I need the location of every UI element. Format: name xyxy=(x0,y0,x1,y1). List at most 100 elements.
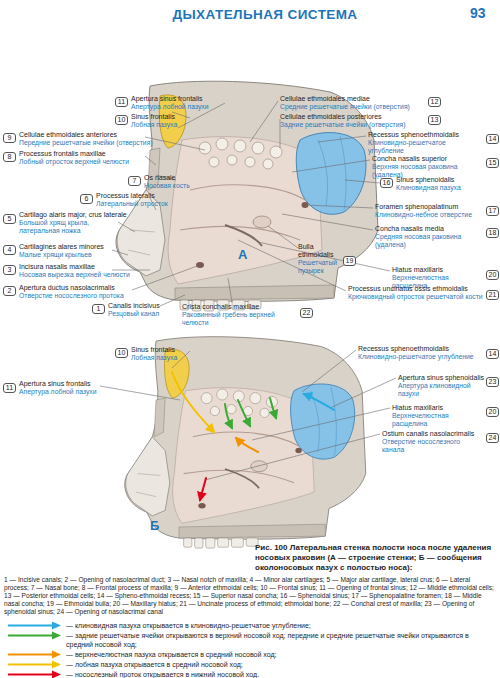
russian-term: Клиновидно-решетчатое углубление xyxy=(358,353,484,361)
callout-number: 10 xyxy=(115,348,128,358)
callout-number-text: 20 xyxy=(489,271,497,278)
callout-number: 3 xyxy=(3,265,16,275)
callout-number: 11 xyxy=(3,383,16,393)
callout-number: 7 xyxy=(128,176,141,186)
latin-term: Crista conchalis maxillae xyxy=(182,303,259,311)
latin-term: Hiatus maxillaris xyxy=(392,404,443,412)
legend-row: — носослезный проток открывается в нижни… xyxy=(4,670,496,678)
leader-line xyxy=(268,226,298,248)
latin-term: Cartilagines alares minores xyxy=(19,243,104,251)
page-title: ДЫХАТЕЛЬНАЯ СИСТЕМА xyxy=(110,7,420,22)
leader-line xyxy=(250,101,278,142)
russian-term: Апертура лобной пазухи xyxy=(131,103,241,111)
latin-term: Processus frontalis maxillae xyxy=(19,150,106,158)
latin-term: Cartilago alaris major, crus laterale xyxy=(19,211,127,219)
legend-text: — клиновидная пазуха открывается в клино… xyxy=(66,621,496,630)
legend-arrow-head xyxy=(52,651,61,659)
leader-line xyxy=(258,242,390,271)
callout-number-text: 14 xyxy=(489,350,497,357)
legend-row: — клиновидная пазуха открывается в клино… xyxy=(4,621,496,630)
callout-number-text: 11 xyxy=(6,384,13,391)
latin-term: Foramen sphenopalatinum xyxy=(375,203,458,211)
latin-term: Concha nasalis media xyxy=(375,225,444,233)
leader-line xyxy=(292,160,370,172)
leader-line xyxy=(132,265,200,290)
legend-arrow-head xyxy=(52,632,61,640)
callout-number: 18 xyxy=(486,228,499,238)
legend-arrow xyxy=(6,670,62,678)
callout-number: 8 xyxy=(3,152,16,162)
callout-number: 4 xyxy=(3,245,16,255)
latin-term: Os nasale xyxy=(144,174,176,182)
sinus-openings-drawing xyxy=(125,337,366,548)
legend-arrow-shaft xyxy=(8,673,54,675)
latin-term: Apertura sinus frontalis xyxy=(19,380,91,388)
legend-arrow xyxy=(6,650,62,659)
callout-number: 14 xyxy=(486,134,499,144)
russian-term: Апертура клиновидной пазухи xyxy=(398,382,484,398)
page-number: 93 xyxy=(470,5,486,21)
callout-number-text: 18 xyxy=(489,229,497,236)
legend-text: — верхнечелюстная пазуха открывается в с… xyxy=(66,650,496,659)
russian-term: Носовая вырезка верхней челюсти xyxy=(19,271,149,279)
callout-number-text: 9 xyxy=(8,134,12,141)
latin-term: Cellulae ethmoidales posteriores xyxy=(280,113,382,121)
callout-number: 20 xyxy=(486,270,499,280)
russian-term: Лобная пазуха xyxy=(131,354,221,362)
russian-term: Большой хрящ крыла, латеральная ножка xyxy=(19,219,109,235)
russian-term: Передние решетчатые ячейки (отверстия) xyxy=(19,139,159,147)
callout-number: 6 xyxy=(80,194,93,204)
callout-number-text: 3 xyxy=(8,266,12,273)
sinus-arrows xyxy=(172,372,334,500)
russian-term: Решетчатый пузырек xyxy=(298,259,343,275)
russian-term: Раковинный гребень верхней челюсти xyxy=(182,311,298,327)
russian-term: Лобная пазуха xyxy=(131,121,231,129)
latin-term: Apertura sinus sphenoidalis xyxy=(398,374,484,382)
legend-arrow-shaft xyxy=(8,653,54,655)
callout-number: 14 xyxy=(486,349,499,359)
leader-line xyxy=(252,408,390,440)
callout-number-text: 10 xyxy=(118,116,126,123)
legend-arrow-shaft xyxy=(8,663,54,665)
latin-term: Cellulae ethmoidales anteriores xyxy=(19,131,117,139)
legend-arrow xyxy=(6,660,62,669)
russian-term: Клиновидно-решетчатое углубление xyxy=(368,139,478,155)
callout-number-text: 20 xyxy=(489,408,497,415)
latin-term: Sinus sphenoidalis xyxy=(396,176,454,184)
callout-number-text: 16 xyxy=(383,179,391,186)
leader-line xyxy=(318,136,366,142)
russian-term: Резцовый канал xyxy=(108,310,188,318)
callout-number-text: 13 xyxy=(431,116,439,123)
russian-term: Лобный отросток верхней челюсти xyxy=(19,158,159,166)
callout-number-text: 23 xyxy=(489,378,497,385)
sphenoid-arrow xyxy=(304,394,334,410)
russian-term: Клиновидная пазуха xyxy=(396,184,486,192)
callout-number: 10 xyxy=(115,115,128,125)
ethmoid-arrow xyxy=(270,398,276,418)
latin-term: Ostium canalis nasolacrimalis xyxy=(382,430,474,438)
maxillary-arrow xyxy=(236,438,258,452)
figure-caption: Рис. 100 Латеральная стенка полости носа… xyxy=(255,543,495,573)
callout-number-text: 12 xyxy=(431,98,439,105)
callout-number-text: 11 xyxy=(118,98,125,105)
callout-number: 24 xyxy=(486,433,499,443)
callout-number: 5 xyxy=(3,214,16,224)
figure-letter: А xyxy=(238,247,247,262)
leader-line xyxy=(330,378,396,408)
callout-number-text: 21 xyxy=(489,291,497,298)
russian-term: Средние решетчатые ячейки (отверстия) xyxy=(280,103,425,111)
latin-term: Processus lateralis xyxy=(96,192,155,200)
latin-term: Recessus sphenoethmoidalis xyxy=(358,345,449,353)
russian-term: Задние решетчатые ячейки (отверстия) xyxy=(280,121,425,129)
latin-term: Hiatus maxillaris xyxy=(392,266,443,274)
russian-term: Отверстие носослезного протока xyxy=(19,292,149,300)
leader-line xyxy=(228,278,232,302)
leader-line xyxy=(302,350,356,392)
leader-line xyxy=(205,434,380,480)
callout-number-text: 15 xyxy=(489,159,497,166)
russian-term: Отверстие носослезного канала xyxy=(382,438,484,454)
callout-number-text: 19 xyxy=(346,257,354,264)
russian-term: Клиновидно-небное отверстие xyxy=(375,211,475,219)
leader-line xyxy=(238,240,346,291)
